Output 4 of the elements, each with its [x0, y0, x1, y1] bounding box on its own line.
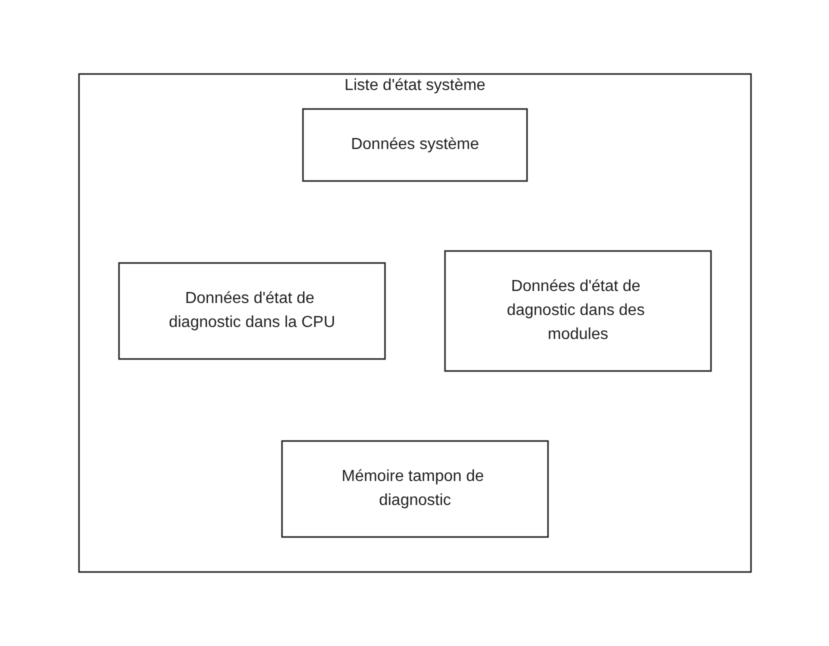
node-box: Mémoire tampon de diagnostic: [280, 440, 548, 538]
node-box: Données d'état de diagnostic dans la CPU: [118, 262, 386, 360]
node-box: Données système: [302, 108, 528, 182]
node-box: Données d'état de dagnostic dans des modules: [444, 250, 712, 372]
